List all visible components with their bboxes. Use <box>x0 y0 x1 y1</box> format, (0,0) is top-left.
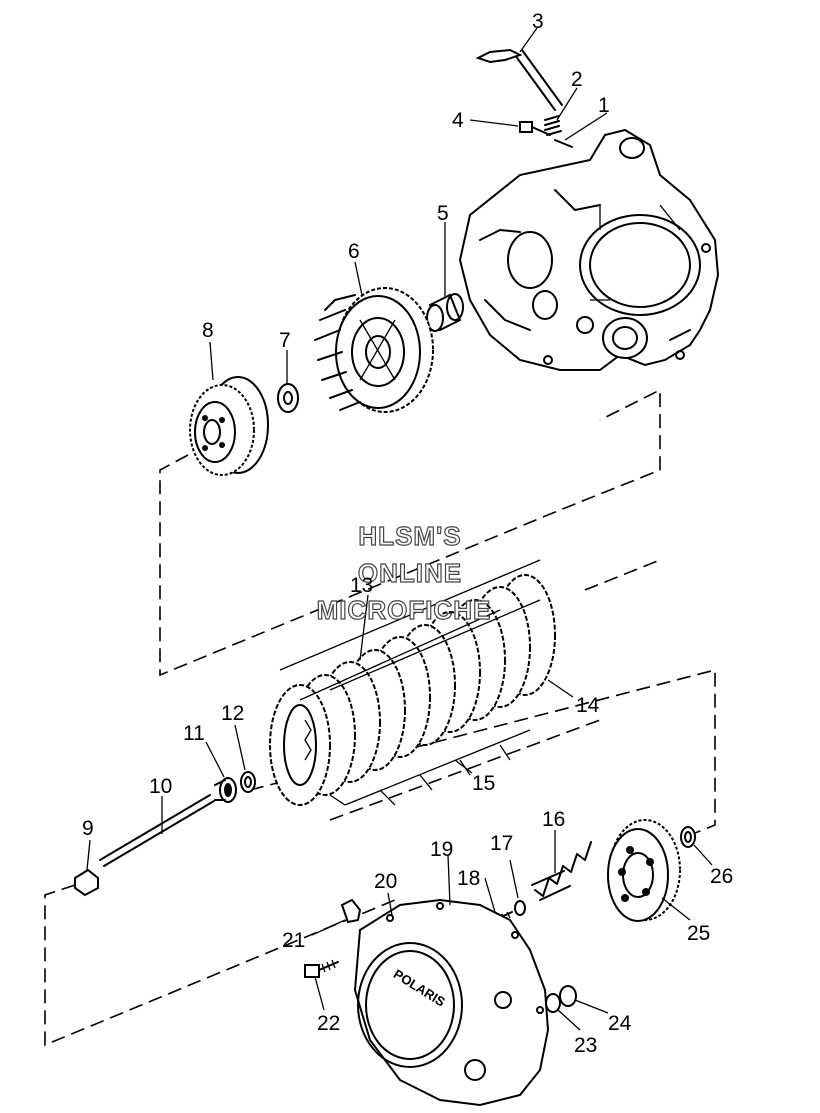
part-2-spring <box>544 115 562 136</box>
watermark-line-1: HLSM'S <box>358 521 461 551</box>
part-8-clutch-hub <box>189 376 269 476</box>
callout-15: 15 <box>472 772 495 795</box>
callout-12: 12 <box>221 702 244 725</box>
callout-11: 11 <box>183 722 205 745</box>
part-5-bushing <box>426 293 464 332</box>
callout-25: 25 <box>687 922 710 945</box>
part-12-washer <box>240 771 256 793</box>
callout-13: 13 <box>350 574 373 597</box>
part-25-pressure-plate <box>607 819 681 922</box>
part-19-clutch-cover: POLARIS <box>353 898 550 1107</box>
part-11-bearing <box>214 777 237 803</box>
callout-7: 7 <box>279 329 291 352</box>
callout-4: 4 <box>452 109 464 132</box>
callout-6: 6 <box>348 240 360 263</box>
part-3-shift-shaft <box>475 48 563 111</box>
callout-22: 22 <box>317 1012 340 1035</box>
callout-2: 2 <box>571 68 583 91</box>
part-1-washer <box>554 139 573 148</box>
part-6-clutch-basket <box>314 287 434 413</box>
part-17-washer <box>514 900 526 916</box>
callout-16: 16 <box>542 808 565 831</box>
part-20-fitting <box>340 898 362 924</box>
watermark: HLSM'S ONLINE MICROFICHE <box>316 520 492 625</box>
part-7-thrust-washer <box>277 383 299 413</box>
callout-5: 5 <box>437 202 449 225</box>
watermark-line-3: MICROFICHE <box>317 595 492 625</box>
callout-1: 1 <box>598 94 610 117</box>
callout-26: 26 <box>710 865 733 888</box>
callout-17: 17 <box>490 832 513 855</box>
callout-9: 9 <box>82 817 94 840</box>
part-24-oring <box>559 985 577 1007</box>
part-22-bolt <box>304 959 339 978</box>
callout-19: 19 <box>430 838 453 861</box>
clutch-plate-stack <box>269 574 556 806</box>
part-23-plug <box>545 993 561 1013</box>
part-4-bolt <box>519 121 551 136</box>
crankcase <box>458 128 720 371</box>
callout-10: 10 <box>149 775 172 798</box>
part-9-nut <box>74 868 99 897</box>
part-10-pushrod <box>99 794 215 867</box>
callout-24: 24 <box>608 1012 632 1035</box>
callouts: 1 2 3 4 5 6 7 8 9 10 11 12 13 14 15 16 1… <box>82 10 733 1057</box>
callout-3: 3 <box>532 10 544 33</box>
callout-21: 21 <box>282 929 305 952</box>
callout-8: 8 <box>202 319 214 342</box>
callout-18: 18 <box>457 867 480 890</box>
plate-stack-bracket-lines <box>279 559 541 806</box>
leader-lines <box>86 27 713 1031</box>
part-16-spring <box>531 841 592 901</box>
callout-14: 14 <box>576 694 600 717</box>
callout-23: 23 <box>574 1034 597 1057</box>
callout-20: 20 <box>374 870 397 893</box>
assembly-dashed-lines <box>44 388 716 1047</box>
part-26-seal <box>680 826 696 848</box>
watermark-line-2: ONLINE <box>358 558 462 588</box>
